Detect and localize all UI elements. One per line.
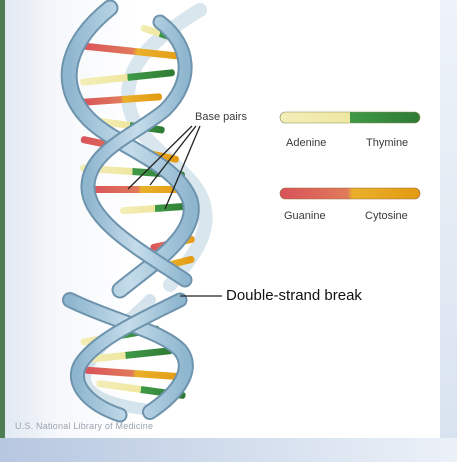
base-pair-bar <box>84 367 184 381</box>
cytosine-label: Cytosine <box>365 210 408 222</box>
legend-guanine-cytosine-bar <box>280 188 420 199</box>
credit-text: U.S. National Library of Medicine <box>15 421 153 431</box>
guanine-label: Guanine <box>284 210 326 222</box>
thymine-label: Thymine <box>366 137 408 149</box>
helix-lower-fragment <box>70 300 186 415</box>
adenine-label: Adenine <box>286 137 326 149</box>
base-pairs-label: Base pairs <box>195 111 247 123</box>
base-pair-bar <box>120 203 190 215</box>
legend-adenine-thymine-bar <box>280 112 420 123</box>
double-strand-break-label: Double-strand break <box>226 287 362 304</box>
